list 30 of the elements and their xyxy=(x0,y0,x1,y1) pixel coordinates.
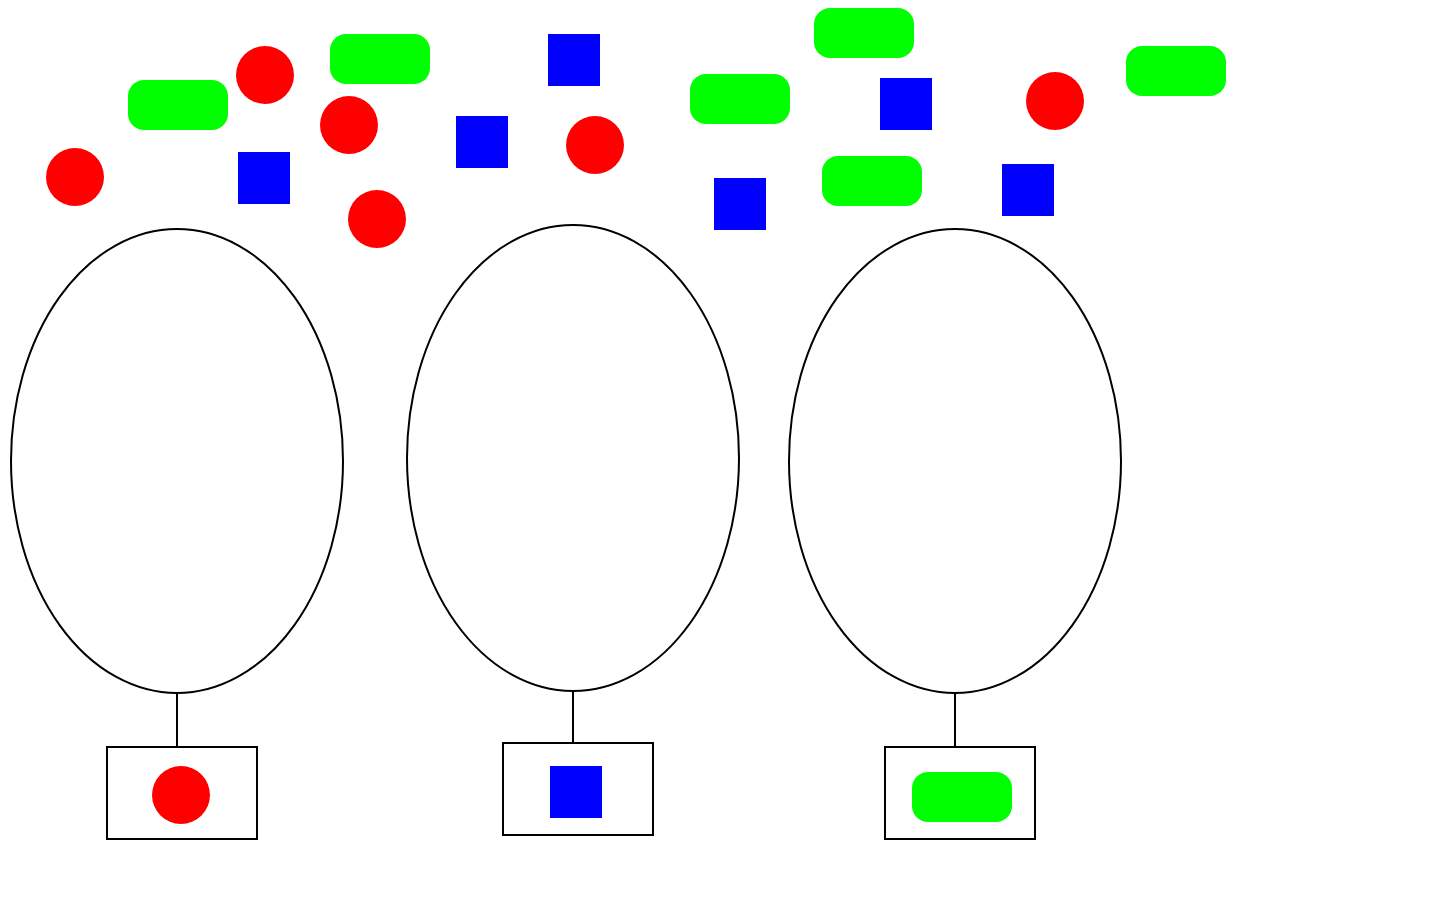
rectangle-frame xyxy=(502,742,654,836)
circle-icon xyxy=(236,46,294,104)
circle-icon xyxy=(348,190,406,248)
pill-icon xyxy=(814,8,914,58)
pill-icon xyxy=(1126,46,1226,96)
connector-line xyxy=(572,691,574,743)
square-icon xyxy=(1002,164,1054,216)
pill-icon xyxy=(822,156,922,206)
rectangle-frame xyxy=(106,746,258,840)
square-icon xyxy=(550,766,602,818)
ellipse-outline xyxy=(788,228,1122,694)
circle-icon xyxy=(152,766,210,824)
connector-line xyxy=(176,693,178,747)
circle-icon xyxy=(1026,72,1084,130)
square-icon xyxy=(548,34,600,86)
circle-icon xyxy=(320,96,378,154)
pill-icon xyxy=(330,34,430,84)
connector-line xyxy=(954,693,956,747)
pill-icon xyxy=(128,80,228,130)
square-icon xyxy=(238,152,290,204)
ellipse-outline xyxy=(406,224,740,692)
square-icon xyxy=(456,116,508,168)
pill-icon xyxy=(690,74,790,124)
circle-icon xyxy=(566,116,624,174)
square-icon xyxy=(880,78,932,130)
rectangle-frame xyxy=(884,746,1036,840)
pill-icon xyxy=(912,772,1012,822)
ellipse-outline xyxy=(10,228,344,694)
square-icon xyxy=(714,178,766,230)
circle-icon xyxy=(46,148,104,206)
